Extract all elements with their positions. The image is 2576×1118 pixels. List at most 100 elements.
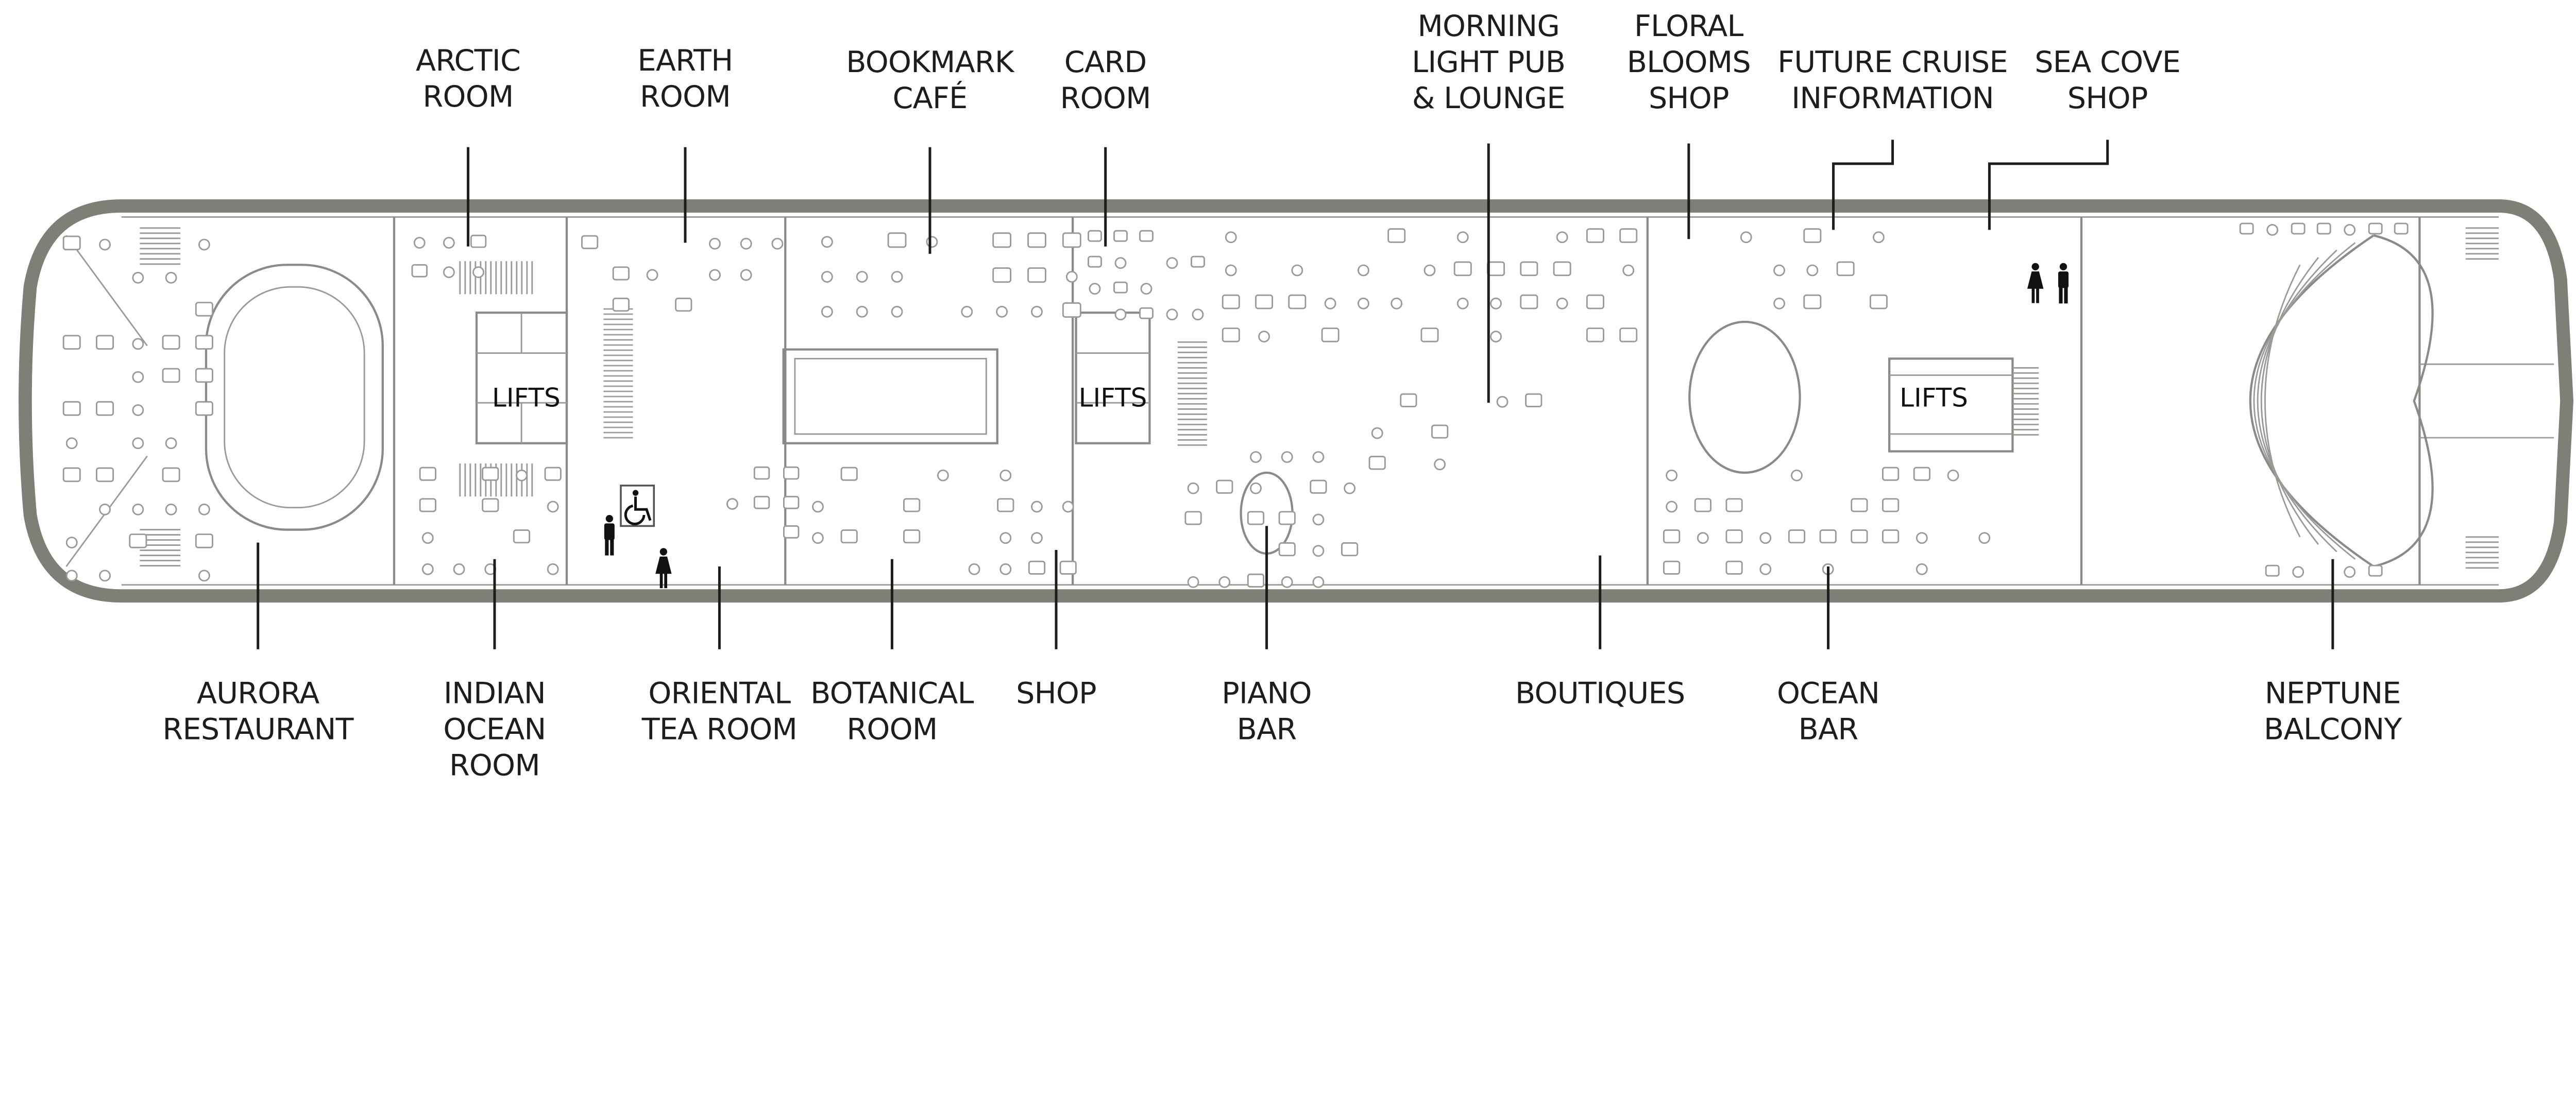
furniture-piece (129, 534, 147, 548)
furniture-piece (453, 563, 465, 575)
furniture-piece (1031, 305, 1043, 318)
furniture-piece (812, 532, 824, 544)
furniture-piece (421, 563, 434, 575)
furniture-piece (926, 236, 938, 248)
furniture-piece (132, 371, 144, 383)
furniture-piece (62, 335, 81, 350)
label-shop: SHOP (1016, 677, 1096, 711)
furniture-piece (1487, 261, 1505, 277)
furniture-piece (1089, 283, 1101, 295)
furniture-piece (1806, 264, 1819, 277)
furniture-piece (1218, 576, 1231, 588)
furniture-piece (1324, 297, 1336, 309)
furniture-piece (1851, 498, 1868, 512)
furniture-piece (1027, 232, 1046, 248)
furniture-piece (195, 534, 213, 548)
furniture-piece (1225, 264, 1237, 277)
furniture-piece (1453, 261, 1472, 277)
furniture-piece (1520, 294, 1538, 309)
furniture-piece (1250, 451, 1262, 463)
furniture-piece (1586, 328, 1604, 342)
furniture-piece (1586, 228, 1604, 243)
furniture-piece (771, 237, 784, 250)
furniture-piece (1088, 255, 1102, 268)
furniture-piece (195, 368, 213, 383)
furniture-piece (1490, 331, 1502, 342)
furniture-piece (544, 467, 562, 481)
furniture-piece (1759, 532, 1772, 544)
furniture-piece (2291, 222, 2306, 235)
furniture-piece (709, 269, 721, 281)
furniture-piece (1291, 264, 1303, 277)
furniture-piece (1803, 294, 1822, 309)
furniture-piece (443, 266, 455, 278)
furniture-piece (421, 532, 434, 544)
furniture-piece (1725, 529, 1743, 544)
furniture-piece (581, 235, 599, 249)
furniture-piece (1062, 232, 1081, 248)
furniture-piece (1694, 498, 1711, 512)
inner-hull-line (121, 216, 2499, 586)
furniture-piece (482, 498, 499, 512)
furniture-piece (1139, 230, 1154, 242)
furniture-piece (1490, 297, 1502, 309)
furniture-piece (1391, 297, 1403, 309)
neptune-theatre (2249, 234, 2434, 568)
furniture-piece (1759, 563, 1772, 575)
furniture-piece (1357, 297, 1369, 309)
furniture-piece (1031, 501, 1043, 513)
furniture-piece (547, 501, 559, 513)
furniture-piece (1312, 576, 1325, 588)
pool-inner (794, 357, 987, 435)
furniture-piece (2265, 564, 2280, 577)
furniture-piece (419, 467, 436, 481)
furniture-piece (891, 271, 903, 283)
mens-restroom-icon (604, 514, 615, 556)
furniture-piece (198, 570, 210, 582)
furniture-piece (513, 529, 531, 544)
furniture (62, 222, 2409, 588)
furniture-piece (999, 532, 1012, 544)
furniture-piece (821, 236, 833, 248)
furniture-piece (162, 368, 180, 383)
furniture-piece (1113, 281, 1128, 294)
furniture-piece (1139, 307, 1154, 319)
furniture-piece (999, 563, 1012, 575)
ship-hull (19, 199, 2573, 603)
furniture-piece (195, 401, 213, 416)
furniture-piece (1947, 469, 1959, 481)
furniture-piece (1225, 231, 1237, 244)
furniture-piece (1456, 231, 1469, 244)
aurora-atrium (205, 264, 384, 531)
furniture-piece (1062, 302, 1081, 318)
furniture-piece (1114, 308, 1127, 321)
furniture-piece (1312, 451, 1325, 463)
furniture-piece (1836, 261, 1855, 277)
furniture-piece (1278, 511, 1296, 525)
furniture-piece (1312, 545, 1325, 557)
furniture-piece (2316, 222, 2331, 235)
lift-block-forward (475, 311, 568, 444)
furniture-piece (1663, 529, 1681, 544)
label-boutiques: BOUTIQUES (1515, 677, 1685, 711)
furniture-piece (62, 401, 81, 416)
lifts-label-aft: LIFTS (1900, 383, 1968, 412)
furniture-piece (99, 570, 111, 582)
furniture-piece (99, 238, 111, 251)
furniture-piece (726, 498, 738, 510)
furniture-piece (1803, 228, 1822, 243)
furniture-piece (1278, 542, 1296, 557)
furniture-piece (1622, 264, 1635, 277)
furniture-piece (1113, 230, 1128, 242)
furniture-piece (470, 234, 487, 248)
furniture-piece (821, 271, 833, 283)
furniture-piece (1216, 479, 1233, 494)
furniture-piece (1666, 469, 1678, 481)
furniture-piece (1247, 573, 1265, 588)
